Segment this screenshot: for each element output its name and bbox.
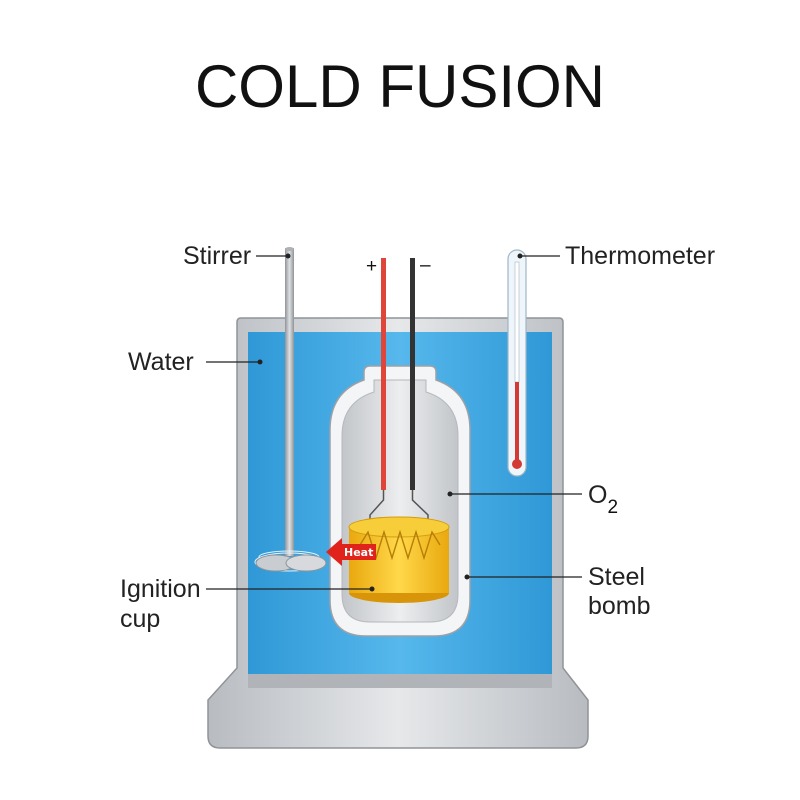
steel-bomb-label-line1: Steel xyxy=(588,563,645,591)
labels: Stirrer Thermometer Water O2 Steel bomb … xyxy=(120,242,715,633)
ignition-cup-label-line2: cup xyxy=(120,605,160,633)
stirrer-label: Stirrer xyxy=(183,242,251,270)
water-label: Water xyxy=(128,348,194,376)
steel-bomb-label-line2: bomb xyxy=(588,592,651,620)
thermometer xyxy=(507,249,527,477)
heat-arrow-icon: Heat xyxy=(326,538,376,566)
thermometer-label: Thermometer xyxy=(565,242,715,270)
diagram-title: COLD FUSION xyxy=(194,53,606,120)
ignition-cup-label-line1: Ignition xyxy=(120,575,201,603)
stirrer xyxy=(254,247,327,572)
o2-label: O2 xyxy=(588,481,618,518)
positive-terminal-label: + xyxy=(366,256,377,277)
heat-label: Heat xyxy=(344,546,373,559)
positive-wire xyxy=(381,258,386,490)
negative-wire xyxy=(410,258,415,490)
negative-terminal-label: – xyxy=(420,255,431,276)
